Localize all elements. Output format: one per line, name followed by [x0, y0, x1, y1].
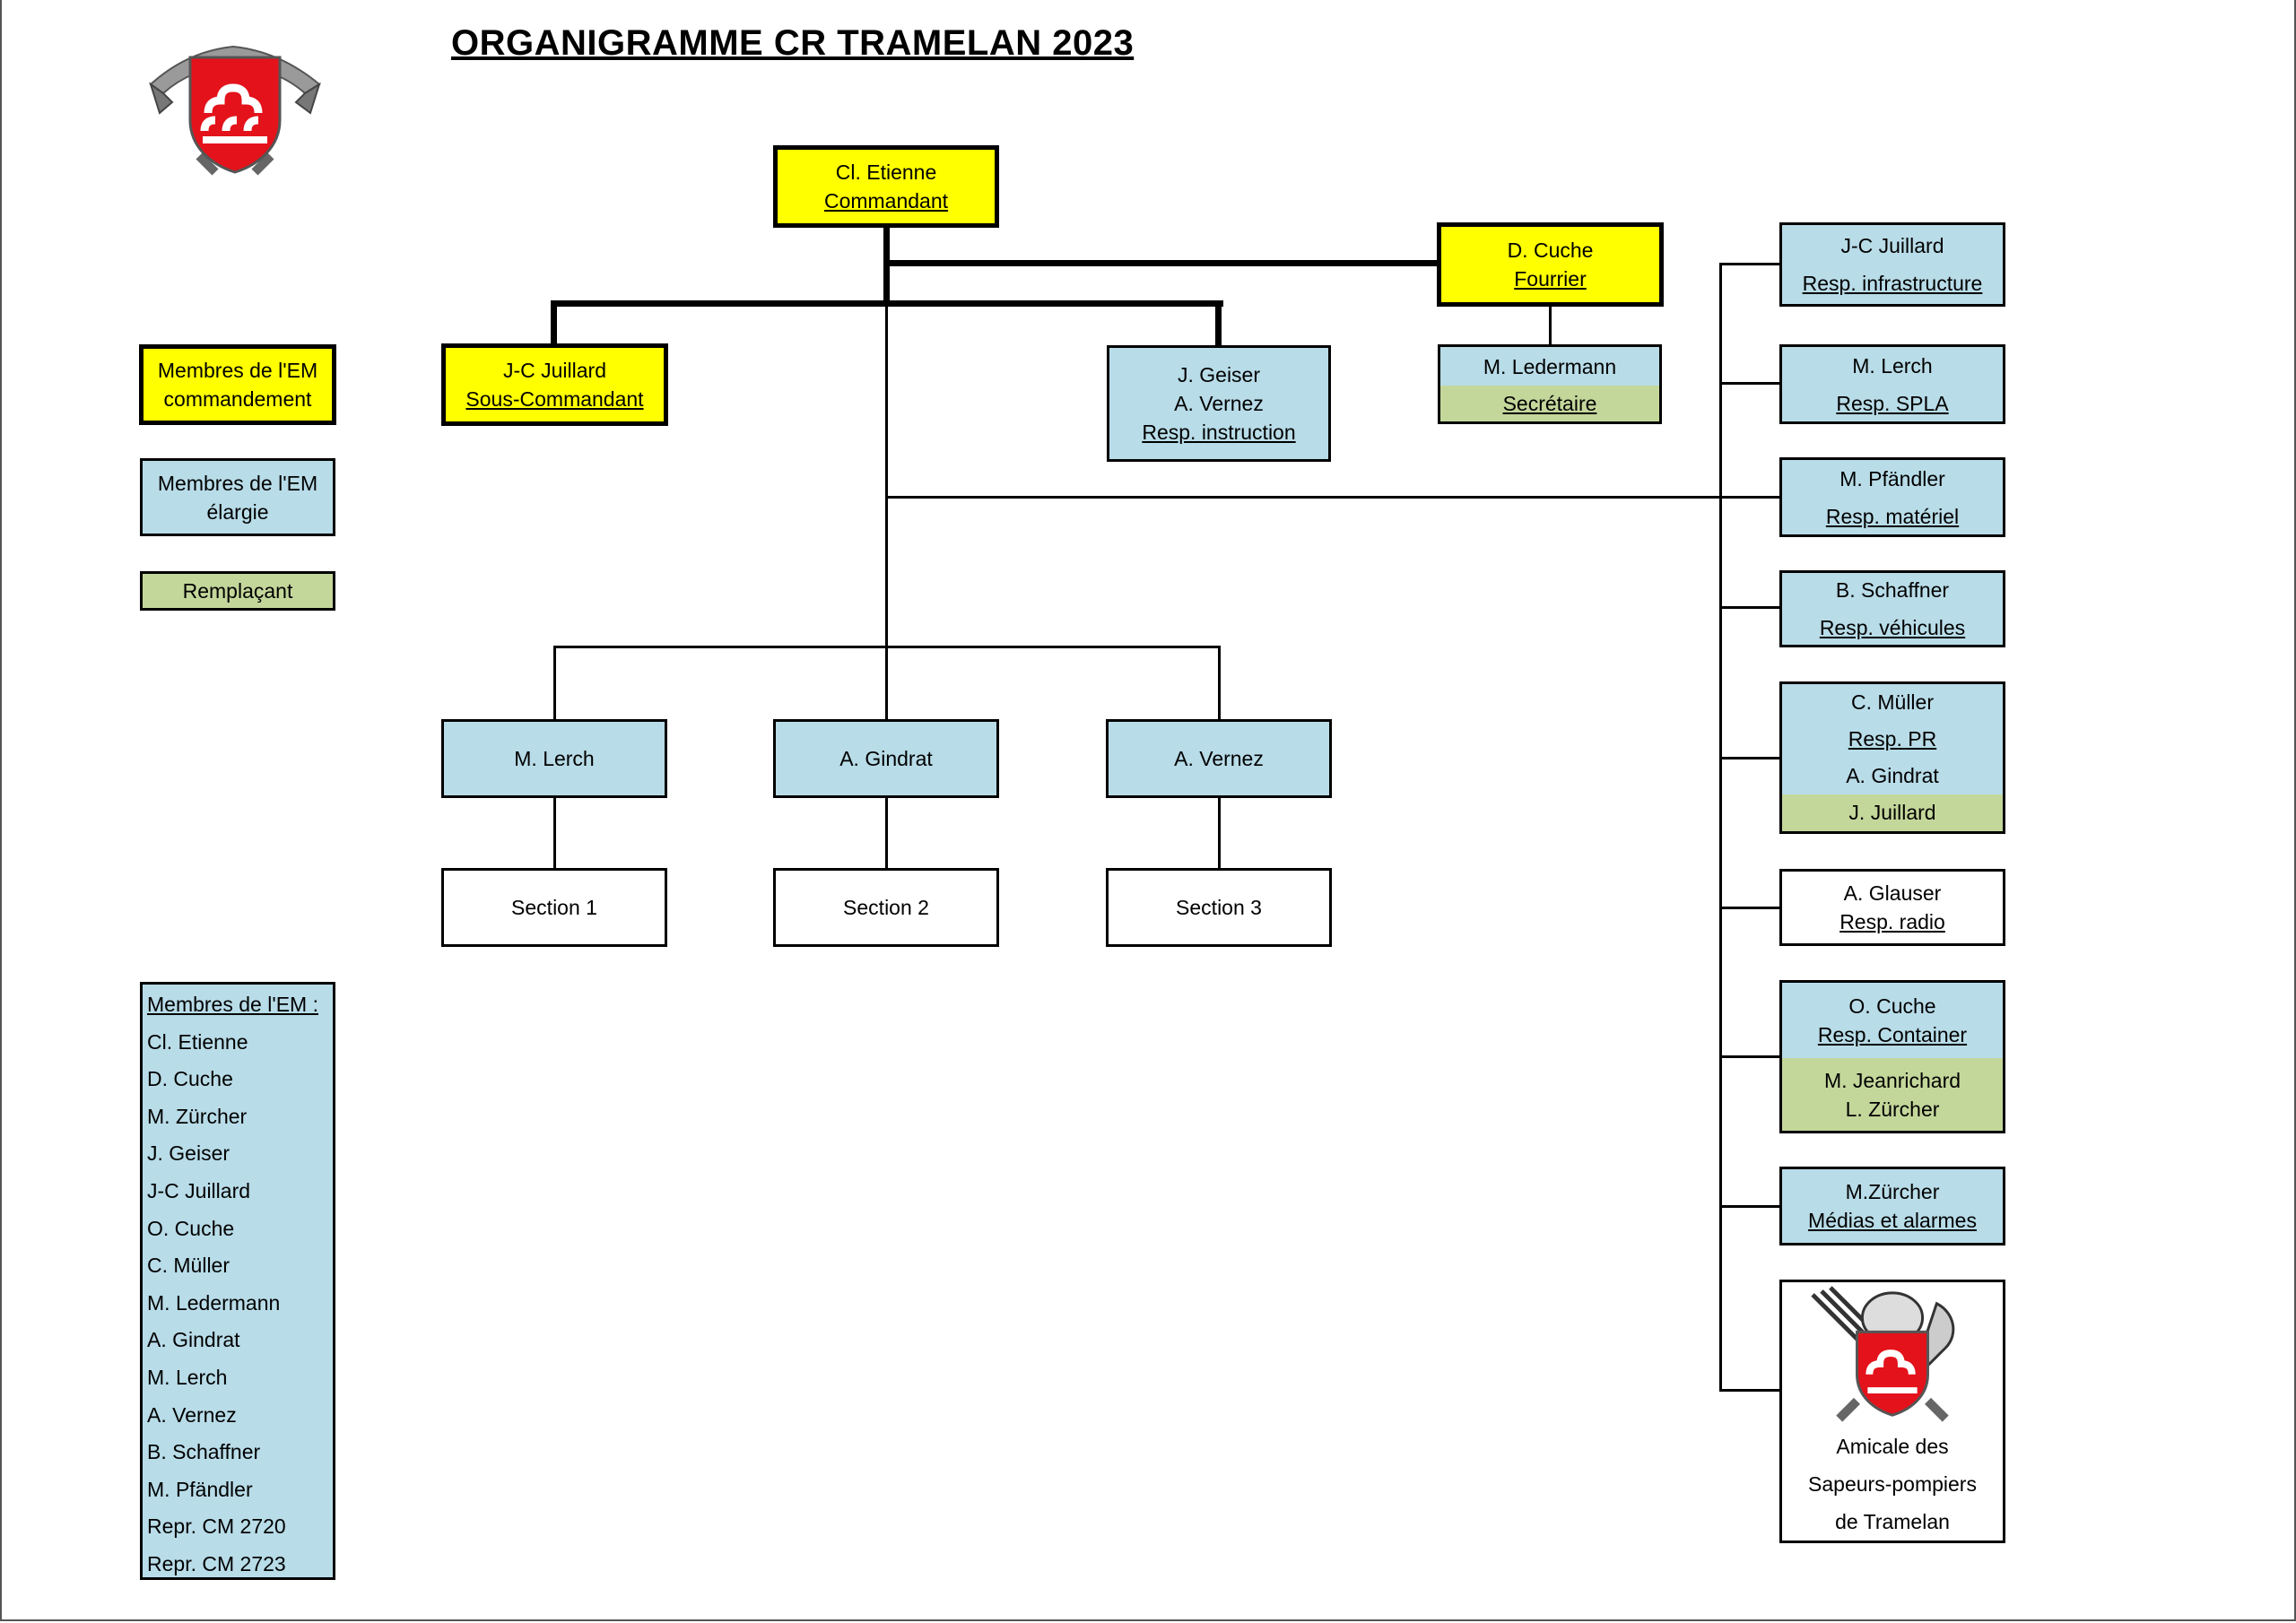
- legend-em-commandement: Membres de l'EM commandement: [139, 344, 336, 425]
- connector: [1719, 263, 1780, 265]
- connector: [551, 300, 557, 347]
- connector: [1719, 1389, 1780, 1392]
- connector: [885, 796, 888, 870]
- resp-pr-box: C. Müller Resp. PR A. Gindrat J. Juillar…: [1779, 681, 2005, 834]
- connector: [1719, 263, 1722, 1392]
- fourrier-role: Fourrier: [1514, 267, 1587, 291]
- list-item: D. Cuche: [147, 1067, 233, 1091]
- instruction-name-2: A. Vernez: [1174, 392, 1264, 415]
- list-item: M. Ledermann: [147, 1290, 281, 1315]
- instruction-name-1: J. Geiser: [1177, 363, 1261, 386]
- connector: [1549, 305, 1552, 346]
- fire-brigade-crest-icon: [149, 45, 321, 176]
- section-leader-3: A. Vernez: [1106, 719, 1332, 798]
- connector: [883, 226, 890, 307]
- connector: [1218, 796, 1221, 870]
- sous-commandant-box: J-C Juillard Sous-Commandant: [441, 343, 668, 426]
- list-item: J-C Juillard: [147, 1178, 251, 1202]
- list-item: M. Lerch: [147, 1365, 228, 1389]
- instruction-role: Resp. instruction: [1142, 421, 1296, 444]
- sous-commandant-role: Sous-Commandant: [465, 387, 644, 411]
- section-leader-2: A. Gindrat: [773, 719, 999, 798]
- list-item: M. Zürcher: [147, 1104, 248, 1128]
- connector: [1719, 606, 1780, 609]
- sous-commandant-name: J-C Juillard: [502, 359, 607, 382]
- resp-vehicules-box: B. Schaffner Resp. véhicules: [1779, 570, 2005, 647]
- list-item: Repr. CM 2723: [147, 1551, 286, 1575]
- connector: [1218, 646, 1221, 721]
- resp-medias-box: M.Zürcher Médias et alarmes: [1779, 1167, 2005, 1245]
- members-list: Membres de l'EM : Cl. Etienne D. Cuche M…: [140, 982, 335, 1580]
- page-title: ORGANIGRAMME CR TRAMELAN 2023: [451, 23, 1135, 63]
- section-box-1: Section 1: [441, 868, 667, 947]
- resp-materiel-box: M. Pfändler Resp. matériel: [1779, 457, 2005, 537]
- connector: [551, 300, 1223, 307]
- connector: [885, 305, 888, 647]
- connector: [883, 260, 1439, 266]
- connector: [1719, 907, 1780, 909]
- section-box-2: Section 2: [773, 868, 999, 947]
- list-item: J. Geiser: [147, 1141, 230, 1166]
- commandant-name: Cl. Etienne: [835, 161, 937, 184]
- amicale-crest-icon: [1811, 1286, 1955, 1422]
- fourrier-box: D. Cuche Fourrier: [1437, 222, 1664, 307]
- members-heading: Membres de l'EM :: [147, 993, 318, 1016]
- connector: [1719, 496, 1780, 499]
- resp-radio-box: A. Glauser Resp. radio: [1779, 869, 2005, 946]
- secretaire-name: M. Ledermann: [1440, 347, 1659, 386]
- secretaire-role: Secrétaire: [1440, 386, 1659, 421]
- list-item: O. Cuche: [147, 1216, 235, 1240]
- list-item: B. Schaffner: [147, 1440, 261, 1464]
- list-item: M. Pfändler: [147, 1477, 253, 1501]
- secretaire-box: M. Ledermann Secrétaire: [1438, 344, 1662, 424]
- legend-em-elargie: Membres de l'EM élargie: [140, 458, 335, 536]
- connector: [553, 796, 556, 870]
- connector: [553, 646, 556, 721]
- section-leader-1: M. Lerch: [441, 719, 667, 798]
- connector: [1719, 1205, 1780, 1208]
- connector: [1719, 1055, 1780, 1058]
- section-box-3: Section 3: [1106, 868, 1332, 947]
- connector: [1215, 300, 1222, 347]
- resp-container-box: O. Cuche Resp. Container M. Jeanrichard …: [1779, 980, 2005, 1133]
- resp-spla-box: M. Lerch Resp. SPLA: [1779, 344, 2005, 424]
- fourrier-name: D. Cuche: [1507, 239, 1594, 262]
- resp-infrastructure-box: J-C Juillard Resp. infrastructure: [1779, 222, 2005, 307]
- list-item: C. Müller: [147, 1254, 230, 1278]
- instruction-box: J. Geiser A. Vernez Resp. instruction: [1107, 345, 1331, 462]
- connector: [885, 646, 888, 721]
- list-item: A. Vernez: [147, 1402, 237, 1427]
- connector: [1719, 757, 1780, 759]
- list-item: A. Gindrat: [147, 1328, 240, 1352]
- connector: [885, 496, 1719, 499]
- amicale-box: Amicale des Sapeurs-pompiers de Tramelan: [1779, 1280, 2005, 1543]
- list-item: Cl. Etienne: [147, 1029, 248, 1054]
- list-item: Repr. CM 2720: [147, 1515, 286, 1539]
- connector: [1719, 382, 1780, 385]
- legend-remplacant: Remplaçant: [140, 571, 335, 611]
- commandant-role: Commandant: [823, 189, 949, 213]
- commandant-box: Cl. Etienne Commandant: [773, 145, 999, 228]
